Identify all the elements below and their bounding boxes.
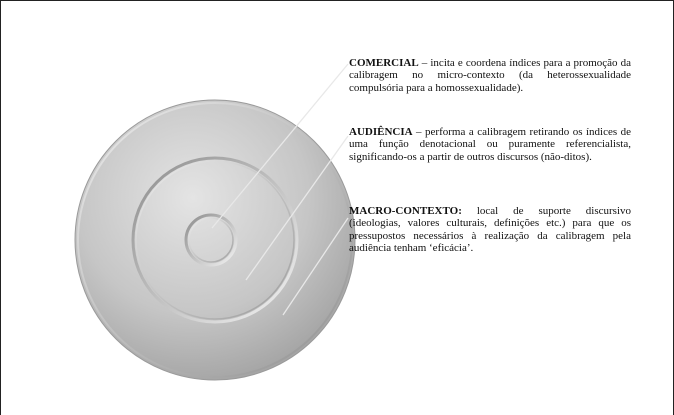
text-macro-contexto: local de suporte discursivo (ideologias,… — [349, 205, 631, 255]
middle-ring-audiencia — [131, 156, 299, 324]
outer-disc-rim-highlight — [77, 102, 353, 378]
separator-audiencia: – — [412, 126, 426, 138]
term-comercial: COMERCIAL — [349, 57, 419, 69]
inner-ring-comercial — [184, 213, 238, 267]
separator-macro-contexto — [462, 205, 477, 217]
text-comercial: incita e coordena índices para a promoçã… — [349, 57, 632, 94]
description-comercial: COMERCIAL – incita e coordena índices pa… — [349, 57, 631, 94]
description-macro-contexto: MACRO-CONTEXTO: local de suporte discurs… — [349, 205, 631, 255]
description-audiencia: AUDIÊNCIA – performa a calibragem retira… — [349, 126, 631, 163]
connector-line-comercial — [211, 63, 349, 229]
middle-ring-inner-edge — [135, 160, 295, 320]
term-audiencia: AUDIÊNCIA — [349, 126, 413, 138]
separator-comercial: – — [418, 57, 431, 69]
connector-line-audiencia — [245, 135, 349, 281]
connector-line-macro-contexto — [282, 217, 349, 316]
inner-ring-inner-edge — [188, 217, 234, 263]
outer-disc-macro-context — [74, 99, 356, 381]
term-macro-contexto: MACRO-CONTEXTO: — [349, 205, 462, 217]
text-audiencia: performa a calibragem retirando os índic… — [349, 126, 632, 163]
